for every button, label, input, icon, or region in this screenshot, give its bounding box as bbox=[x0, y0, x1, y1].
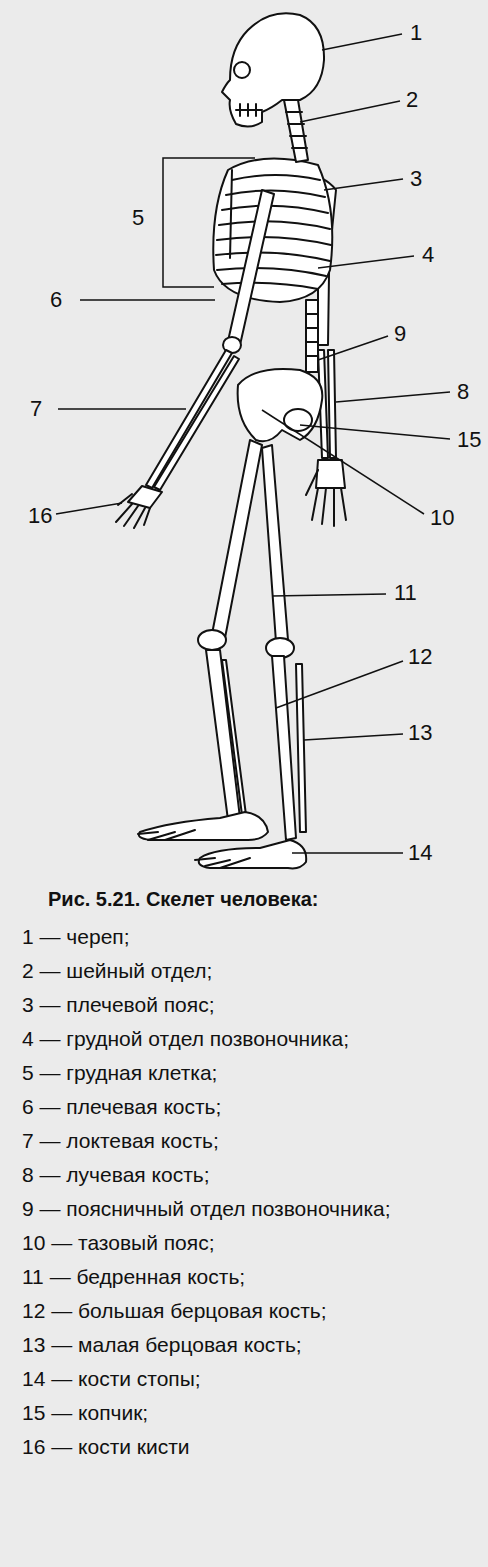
callout-number: 10 bbox=[428, 505, 456, 531]
callout-number: 5 bbox=[130, 205, 146, 231]
callout-number: 1 bbox=[408, 20, 424, 46]
key-item: 13 — малая берцовая кость; bbox=[22, 1328, 462, 1362]
callout-number: 3 bbox=[408, 166, 424, 192]
callout-number: 14 bbox=[406, 840, 434, 866]
callout-number: 15 bbox=[455, 427, 483, 453]
callout-number: 13 bbox=[406, 720, 434, 746]
key-item: 14 — кости стопы; bbox=[22, 1362, 462, 1396]
key-item: 6 — плечевая кость; bbox=[22, 1090, 462, 1124]
key-item: 15 — копчик; bbox=[22, 1396, 462, 1430]
callout-number: 2 bbox=[404, 87, 420, 113]
key-item: 5 — грудная клетка; bbox=[22, 1056, 462, 1090]
callout-number: 6 bbox=[48, 287, 64, 313]
callout-number: 11 bbox=[392, 580, 419, 606]
callout-number: 4 bbox=[420, 242, 436, 268]
key-item: 9 — поясничный отдел позвоночника; bbox=[22, 1192, 462, 1226]
figure-caption: Рис. 5.21. Скелет человека: bbox=[48, 888, 318, 911]
key-item: 12 — большая берцовая кость; bbox=[22, 1294, 462, 1328]
callout-number: 7 bbox=[28, 396, 44, 422]
skeleton-illustration bbox=[0, 0, 488, 900]
key-item: 10 — тазовый пояс; bbox=[22, 1226, 462, 1260]
key-item: 8 — лучевая кость; bbox=[22, 1158, 462, 1192]
key-item: 16 — кости кисти bbox=[22, 1430, 462, 1464]
callout-number: 8 bbox=[455, 379, 471, 405]
callout-number: 9 bbox=[392, 321, 408, 347]
key-item: 7 — локтевая кость; bbox=[22, 1124, 462, 1158]
key-item: 11 — бедренная кость; bbox=[22, 1260, 462, 1294]
key-item: 1 — череп; bbox=[22, 920, 462, 954]
key-list: 1 — череп;2 — шейный отдел;3 — плечевой … bbox=[22, 920, 462, 1464]
callout-number: 12 bbox=[406, 644, 434, 670]
callout-number: 16 bbox=[26, 503, 54, 529]
key-item: 4 — грудной отдел позвоночника; bbox=[22, 1022, 462, 1056]
key-item: 2 — шейный отдел; bbox=[22, 954, 462, 988]
key-item: 3 — плечевой пояс; bbox=[22, 988, 462, 1022]
